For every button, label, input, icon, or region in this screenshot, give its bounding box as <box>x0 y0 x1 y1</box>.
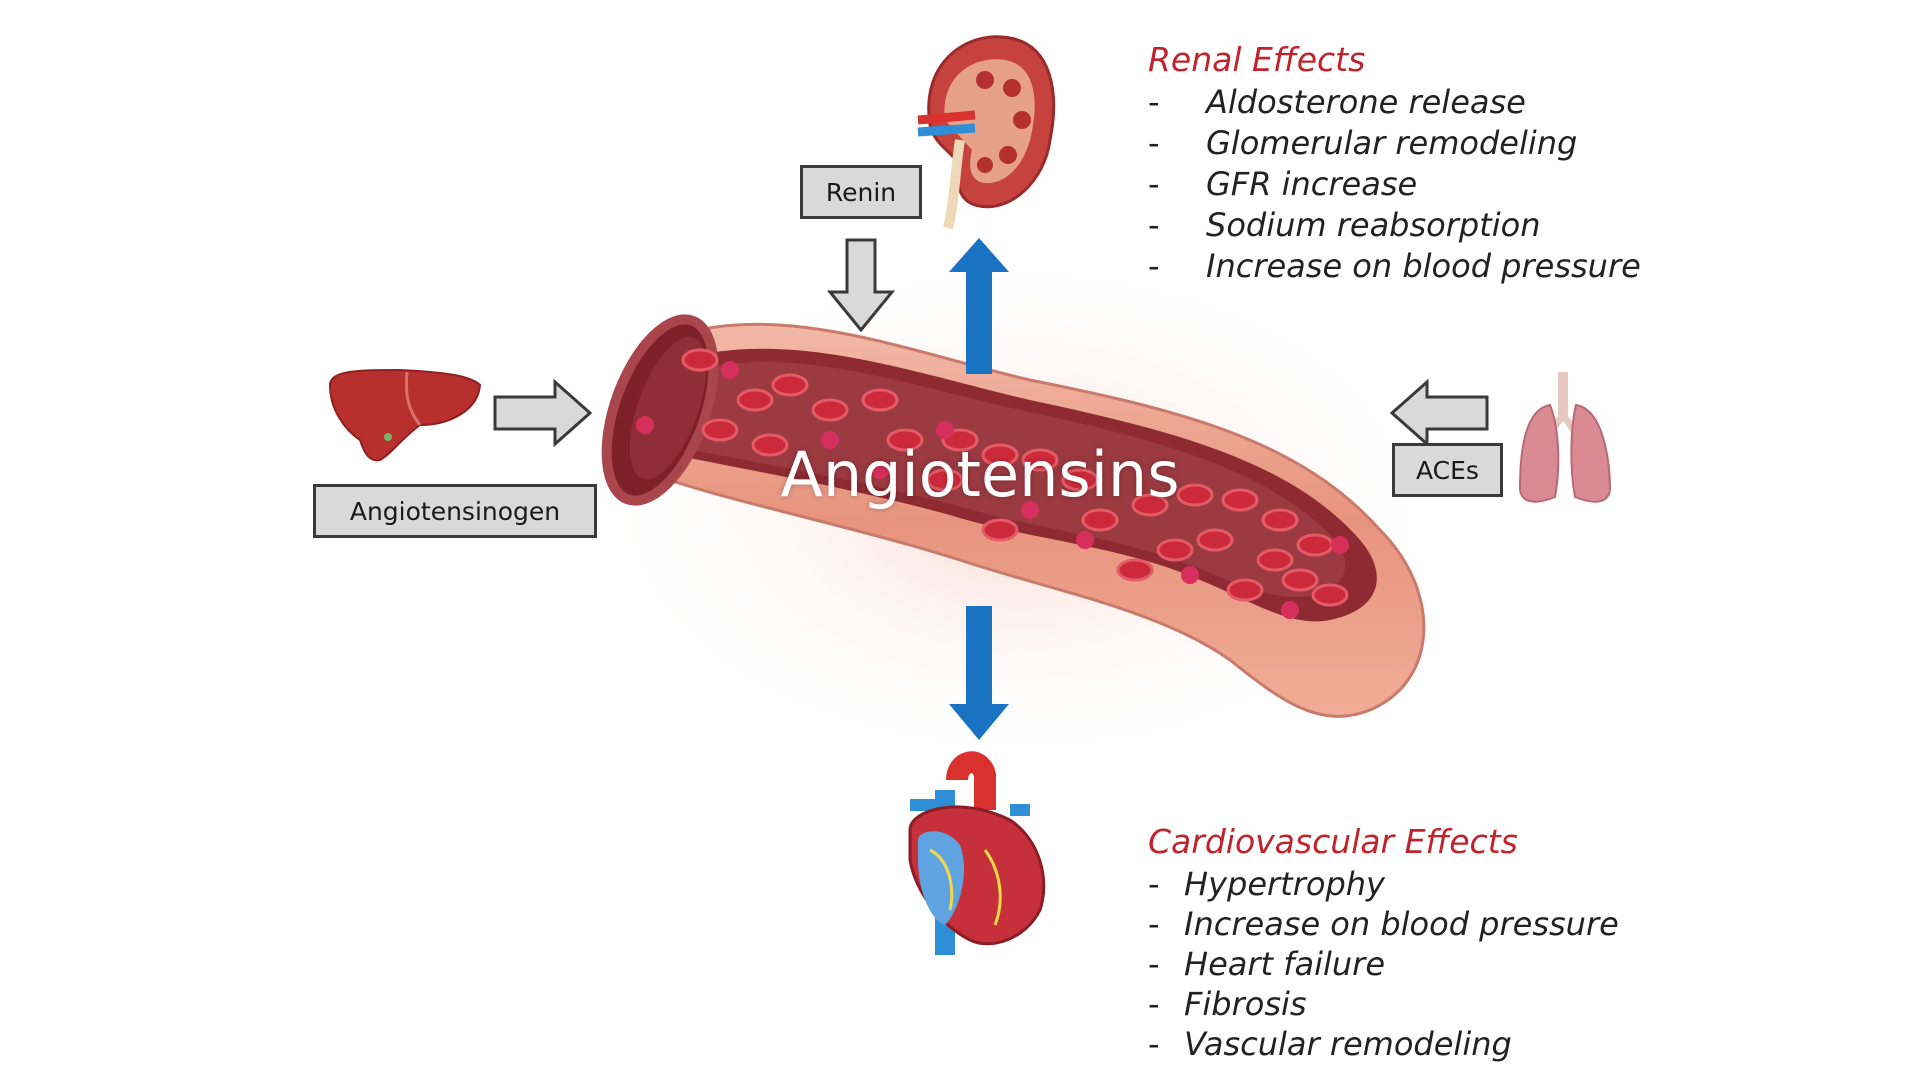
renin-box: Renin <box>800 165 922 219</box>
list-item: -GFR increase <box>1148 165 1418 203</box>
list-item: -Vascular remodeling <box>1148 1025 1512 1063</box>
lung-icon <box>1518 372 1612 503</box>
angiotensinogen-box: Angiotensinogen <box>313 484 597 538</box>
list-item: -Glomerular remodeling <box>1148 124 1578 162</box>
kidney-icon <box>917 35 1056 230</box>
cardiovascular-effects-heading: Cardiovascular Effects <box>1148 822 1518 861</box>
renal-effects-heading: Renal Effects <box>1148 40 1366 79</box>
list-item: -Fibrosis <box>1148 985 1307 1023</box>
angiotensinogen-label: Angiotensinogen <box>349 496 561 526</box>
list-item: -Sodium reabsorption <box>1148 206 1541 244</box>
aces-box: ACEs <box>1392 443 1503 497</box>
blood-vessel-icon <box>590 250 1450 770</box>
liver-icon <box>328 368 482 462</box>
list-item: -Increase on blood pressure <box>1148 247 1641 285</box>
renin-label: Renin <box>825 177 897 207</box>
heart-icon <box>908 751 1046 955</box>
aces-label: ACEs <box>1416 455 1479 485</box>
renal-effects-list: -Aldosterone release -Glomerular remodel… <box>1148 83 1641 288</box>
renin-arrow <box>826 238 896 333</box>
aces-arrow <box>1389 378 1489 448</box>
cardiovascular-effects-list: -Hypertrophy -Increase on blood pressure… <box>1148 865 1619 1065</box>
list-item: -Hypertrophy <box>1148 865 1385 903</box>
list-item: -Heart failure <box>1148 945 1386 983</box>
arrow-up-renal <box>949 238 1009 374</box>
list-item: -Aldosterone release <box>1148 83 1526 121</box>
diagram-title: Angiotensins <box>780 438 1180 511</box>
arrow-down-cardio <box>949 606 1009 740</box>
list-item: -Increase on blood pressure <box>1148 905 1619 943</box>
angiotensinogen-arrow <box>493 378 593 448</box>
